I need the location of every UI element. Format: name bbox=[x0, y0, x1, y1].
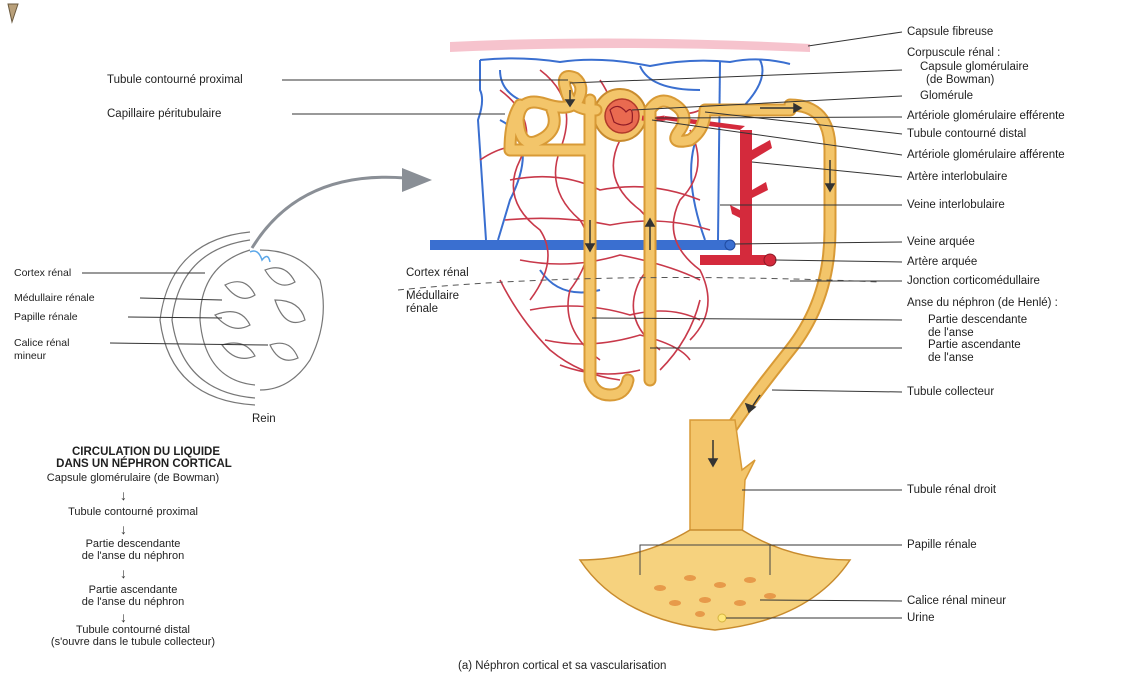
label-papille-renale-right: Papille rénale bbox=[907, 539, 977, 552]
pen-icon bbox=[8, 4, 18, 22]
label-artere-arquee: Artère arquée bbox=[907, 256, 977, 269]
label-partie-ascendante-2: de l'anse bbox=[928, 352, 974, 365]
figure-caption: (a) Néphron cortical et sa vascularisati… bbox=[458, 660, 666, 673]
zoom-arrow bbox=[252, 177, 405, 248]
label-calice-left-2: mineur bbox=[14, 350, 46, 363]
label-tubule-distal: Tubule contourné distal bbox=[907, 128, 1026, 141]
label-papille-left: Papille rénale bbox=[14, 311, 78, 324]
label-capsule-glomerulaire-2: (de Bowman) bbox=[926, 74, 994, 87]
arrow-down-icon: ↓ bbox=[120, 488, 127, 502]
label-jonction: Jonction corticomédullaire bbox=[907, 275, 1040, 288]
label-medullaire-mid-2: rénale bbox=[406, 303, 438, 316]
arrow-down-icon: ↓ bbox=[120, 610, 127, 624]
veine-arquee-bar bbox=[430, 240, 730, 250]
flow-step-capsule: Capsule glomérulaire (de Bowman) bbox=[8, 472, 258, 485]
label-rein: Rein bbox=[252, 413, 276, 426]
label-veine-arquee: Veine arquée bbox=[907, 236, 975, 249]
label-urine: Urine bbox=[907, 612, 934, 625]
flow-step-proximal: Tubule contourné proximal bbox=[8, 506, 258, 519]
kidney-drawing bbox=[160, 232, 323, 405]
label-tubule-collecteur: Tubule collecteur bbox=[907, 386, 994, 399]
label-calice-mineur-right: Calice rénal mineur bbox=[907, 595, 1006, 608]
kidney-highlight bbox=[250, 251, 270, 262]
veine-arquee-end bbox=[725, 240, 735, 250]
label-arteriole-afferente: Artériole glomérulaire afférente bbox=[907, 149, 1065, 162]
capsule-fibreuse-band bbox=[450, 38, 810, 52]
nephron-tubule bbox=[510, 77, 830, 431]
urine-drop bbox=[718, 614, 726, 622]
label-glomerule: Glomérule bbox=[920, 90, 973, 103]
label-partie-ascendante: Partie ascendante bbox=[928, 339, 1021, 352]
flow-title-2: DANS UN NÉPHRON CORTICAL bbox=[14, 458, 274, 471]
label-artere-interlobulaire: Artère interlobulaire bbox=[907, 171, 1007, 184]
label-cortex-renal-left: Cortex rénal bbox=[14, 267, 71, 280]
arrow-down-icon: ↓ bbox=[120, 566, 127, 580]
arrow-down-icon: ↓ bbox=[120, 522, 127, 536]
label-medullaire-mid: Médullaire bbox=[406, 290, 459, 303]
tubule-renal-droit bbox=[690, 420, 755, 540]
label-tubule-proximal: Tubule contourné proximal bbox=[107, 74, 243, 87]
label-capsule-fibreuse: Capsule fibreuse bbox=[907, 26, 993, 39]
zoom-arrowhead bbox=[402, 168, 432, 192]
label-anse-title: Anse du néphron (de Henlé) : bbox=[907, 297, 1058, 310]
label-veine-interlobulaire: Veine interlobulaire bbox=[907, 199, 1005, 212]
flow-step-distal-2: (s'ouvre dans le tubule collecteur) bbox=[8, 636, 258, 649]
flow-step-ascendante-2: de l'anse du néphron bbox=[8, 596, 258, 609]
label-capsule-glomerulaire: Capsule glomérulaire bbox=[920, 61, 1029, 74]
flow-step-descendante-2: de l'anse du néphron bbox=[8, 550, 258, 563]
label-tubule-renal-droit: Tubule rénal droit bbox=[907, 484, 996, 497]
label-medullaire-left: Médullaire rénale bbox=[14, 292, 95, 305]
artere-arquee-end bbox=[764, 254, 776, 266]
label-arteriole-efferente: Artériole glomérulaire efférente bbox=[907, 110, 1065, 123]
label-partie-descendante: Partie descendante bbox=[928, 314, 1027, 327]
label-capillaire-peritubulaire: Capillaire péritubulaire bbox=[107, 108, 221, 121]
label-corpuscule-renal: Corpuscule rénal : bbox=[907, 47, 1000, 60]
label-calice-left: Calice rénal bbox=[14, 337, 69, 350]
label-cortex-renal-mid: Cortex rénal bbox=[406, 267, 469, 280]
